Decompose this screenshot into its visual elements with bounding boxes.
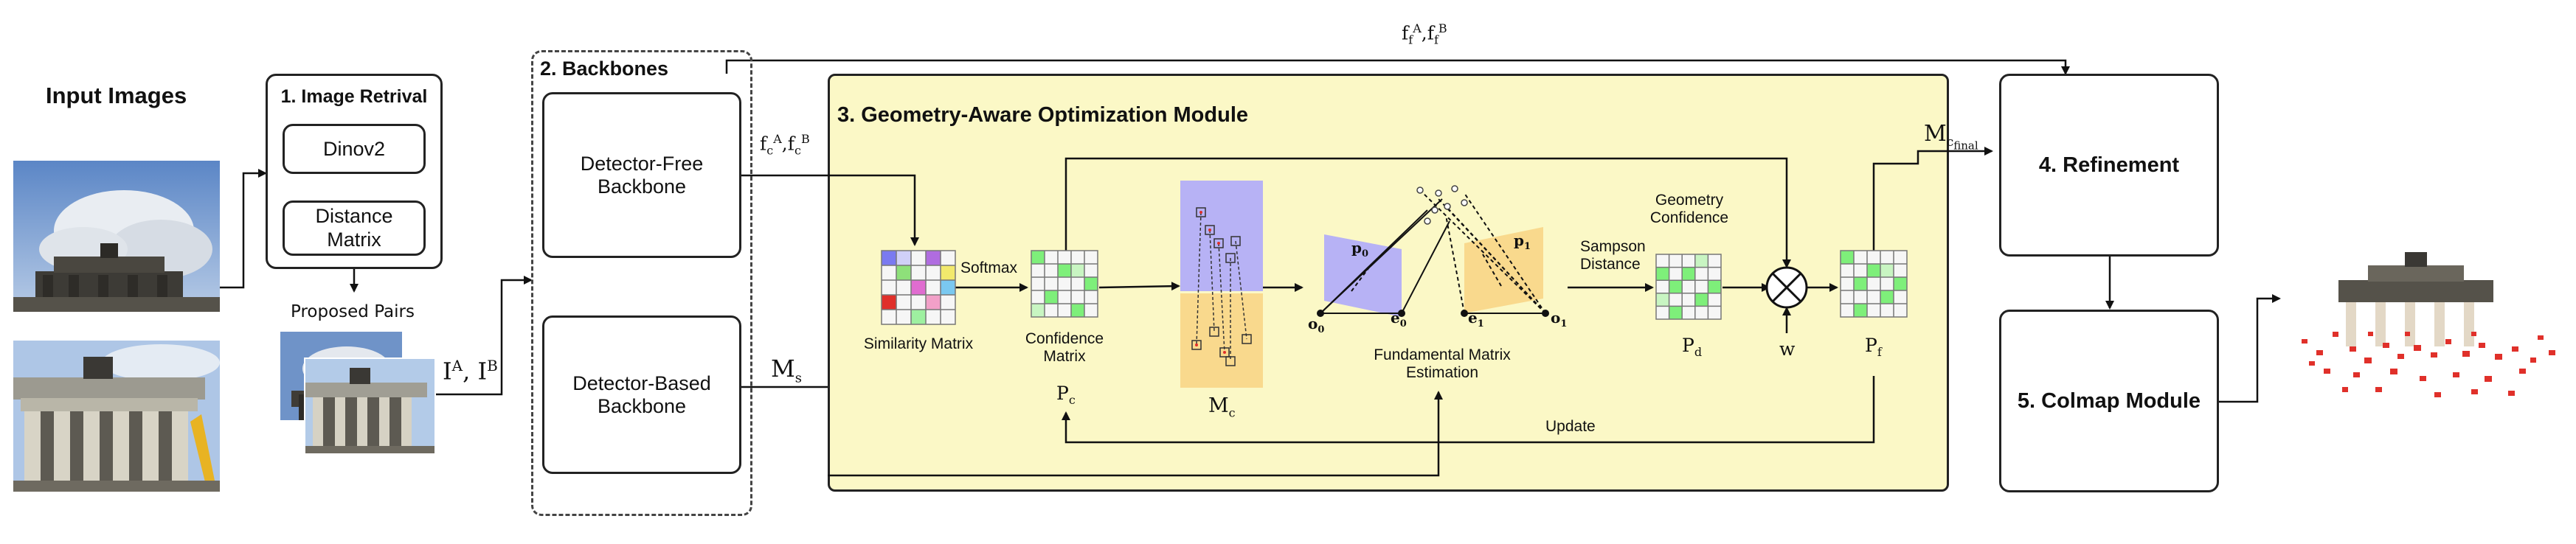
o1-label: o1 xyxy=(1551,309,1568,329)
w-label: w xyxy=(1779,338,1796,360)
epipolar-geometry-illustration xyxy=(1317,185,1549,317)
input-images-title: Input Images xyxy=(46,83,187,108)
confidence-matrix-grid xyxy=(1031,250,1098,318)
similarity-matrix-grid xyxy=(881,250,956,325)
coarse-features-label: fcA,fcB xyxy=(760,132,810,158)
geometry-confidence-grid xyxy=(1655,254,1722,320)
detector-based-backbone-box: Detector-Based Backbone xyxy=(542,315,741,474)
colmap-box: 5. Colmap Module xyxy=(1999,310,2219,492)
input-image-top xyxy=(13,161,220,312)
mc-label: Mc xyxy=(1208,394,1236,420)
p1-label: p1 xyxy=(1514,231,1531,252)
confidence-matrix-label: Confidence Matrix xyxy=(1025,330,1104,366)
e1-label: e1 xyxy=(1468,309,1484,329)
optimization-module-title: 3. Geometry-Aware Optimization Module xyxy=(837,103,1249,127)
geometry-confidence-label: Geometry Confidence xyxy=(1649,192,1729,227)
pf-label: Pf xyxy=(1865,335,1882,359)
e0-label: e0 xyxy=(1391,309,1407,329)
fundamental-matrix-label: Fundamental Matrix Estimation xyxy=(1374,346,1511,382)
input-image-bottom xyxy=(13,341,220,492)
refinement-box: 4. Refinement xyxy=(1999,74,2219,257)
pc-label: Pc xyxy=(1056,383,1076,407)
proposed-pairs-label: Proposed Pairs xyxy=(291,302,415,321)
distance-matrix-label: Distance Matrix xyxy=(315,205,393,251)
final-confidence-grid xyxy=(1840,250,1908,318)
p0-label: p0 xyxy=(1351,239,1369,259)
softmax-label: Softmax xyxy=(960,259,1018,276)
pair-label: IA, IB xyxy=(443,357,498,386)
backbones-title: 2. Backbones xyxy=(540,57,669,80)
fine-features-label: ffA,ffB xyxy=(1402,21,1447,47)
o0-label: o0 xyxy=(1308,315,1325,335)
proposed-pair-image-front xyxy=(304,358,436,455)
refinement-title: 4. Refinement xyxy=(2038,153,2180,177)
mc-matches-illustration xyxy=(1180,181,1263,388)
detector-based-label: Detector-Based Backbone xyxy=(572,372,711,417)
distance-matrix-box: Distance Matrix xyxy=(283,200,426,256)
sampson-distance-label: Sampson Distance xyxy=(1580,238,1646,273)
detector-free-label: Detector-Free Backbone xyxy=(580,152,704,198)
backbones-container xyxy=(531,50,752,516)
multiply-icon xyxy=(1765,266,1808,309)
detector-free-backbone-box: Detector-Free Backbone xyxy=(542,92,741,258)
mc-final-label: Mcfinal xyxy=(1924,121,1978,153)
dinov2-box: Dinov2 xyxy=(283,124,426,174)
pd-label: Pd xyxy=(1682,335,1703,359)
image-retrieval-title: 1. Image Retrival xyxy=(280,86,428,107)
reconstruction-output-image xyxy=(2287,221,2567,413)
similarity-matrix-label: Similarity Matrix xyxy=(863,335,974,352)
ms-label: Ms xyxy=(771,355,803,386)
dinov2-label: Dinov2 xyxy=(322,137,386,160)
colmap-title: 5. Colmap Module xyxy=(2017,388,2201,413)
update-label: Update xyxy=(1545,418,1596,435)
